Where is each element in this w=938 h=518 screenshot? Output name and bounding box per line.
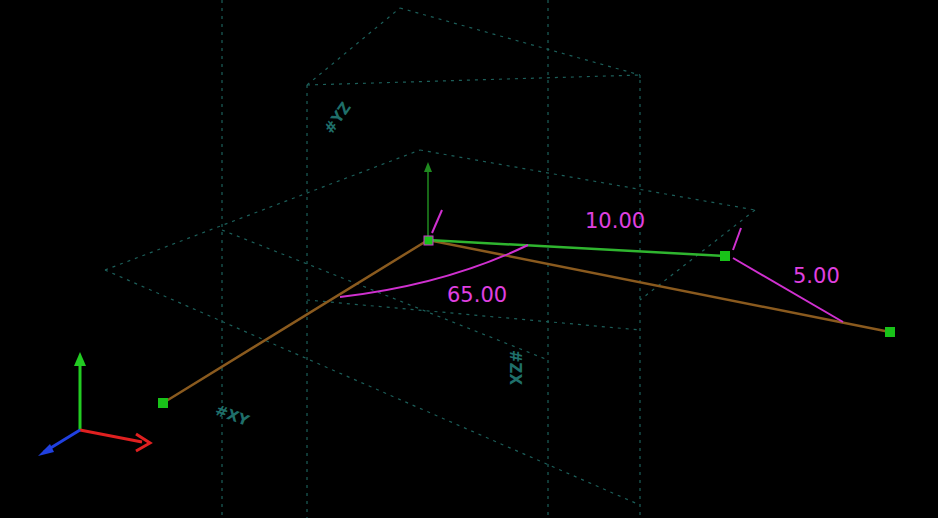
z-arrow bbox=[427, 168, 429, 240]
length-dimension: 5.00 bbox=[793, 266, 840, 287]
end-point bbox=[720, 251, 730, 261]
work-planes bbox=[105, 0, 755, 518]
extension-tick bbox=[733, 228, 741, 250]
plane-label: #XY bbox=[213, 403, 251, 429]
z-arrowhead bbox=[424, 162, 432, 172]
axis-triad bbox=[38, 352, 150, 456]
end-point bbox=[158, 398, 168, 408]
brown-path bbox=[163, 240, 890, 403]
green-segment bbox=[428, 240, 725, 256]
plane-label: #YZ bbox=[322, 100, 354, 137]
plane-label: #ZX bbox=[507, 350, 522, 385]
angle-dimension: 65.00 bbox=[447, 285, 507, 306]
vertex-point bbox=[424, 236, 433, 245]
length-dimension: 10.00 bbox=[585, 211, 645, 232]
dimension-line bbox=[733, 258, 843, 322]
geometry bbox=[158, 162, 895, 408]
end-point bbox=[885, 327, 895, 337]
extension-tick bbox=[432, 210, 442, 233]
